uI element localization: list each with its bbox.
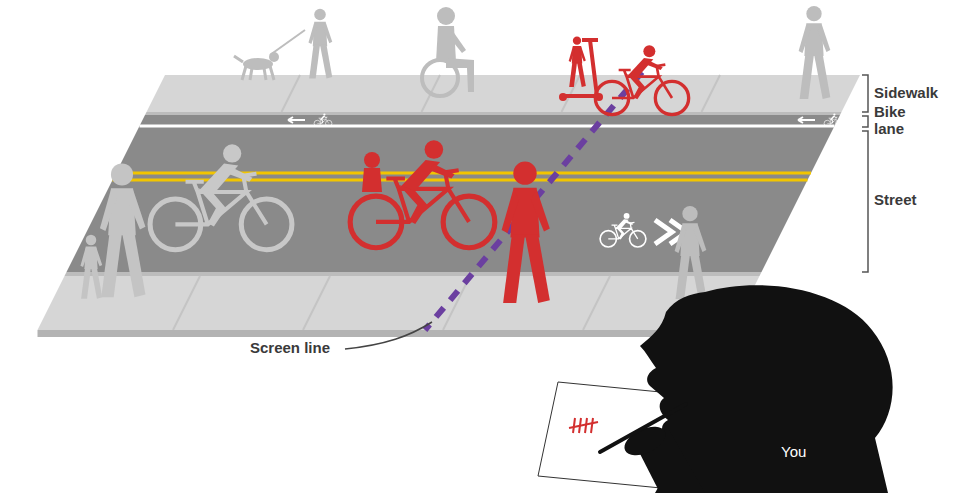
observer (538, 285, 893, 493)
callout-label: Screen line (250, 340, 330, 357)
bracket (862, 75, 868, 272)
band-label: Sidewalk (874, 85, 938, 102)
bike-lane-symbol (824, 113, 842, 126)
bike-lane-symbol (314, 113, 332, 126)
figure-label: You (781, 444, 806, 461)
dog-walker (234, 9, 332, 80)
pedestrian (799, 6, 831, 99)
child-pedestrian (80, 235, 102, 299)
pedestrian (675, 206, 707, 299)
counted-figures (350, 37, 688, 304)
pedestrian (502, 161, 550, 303)
grey-figures (80, 6, 830, 299)
bike-lane-markings (288, 117, 815, 123)
pedestrian (100, 163, 146, 297)
pen (600, 404, 686, 452)
cyclist-with-child (350, 140, 495, 247)
band-label: Bike lane (874, 104, 918, 138)
tally-marks (569, 418, 598, 433)
sharrow (600, 213, 687, 247)
leader-line (345, 322, 432, 349)
cyclist (595, 45, 688, 114)
band-label: Street (874, 192, 917, 209)
cyclist (150, 144, 292, 249)
wheelchair-user (422, 7, 474, 96)
